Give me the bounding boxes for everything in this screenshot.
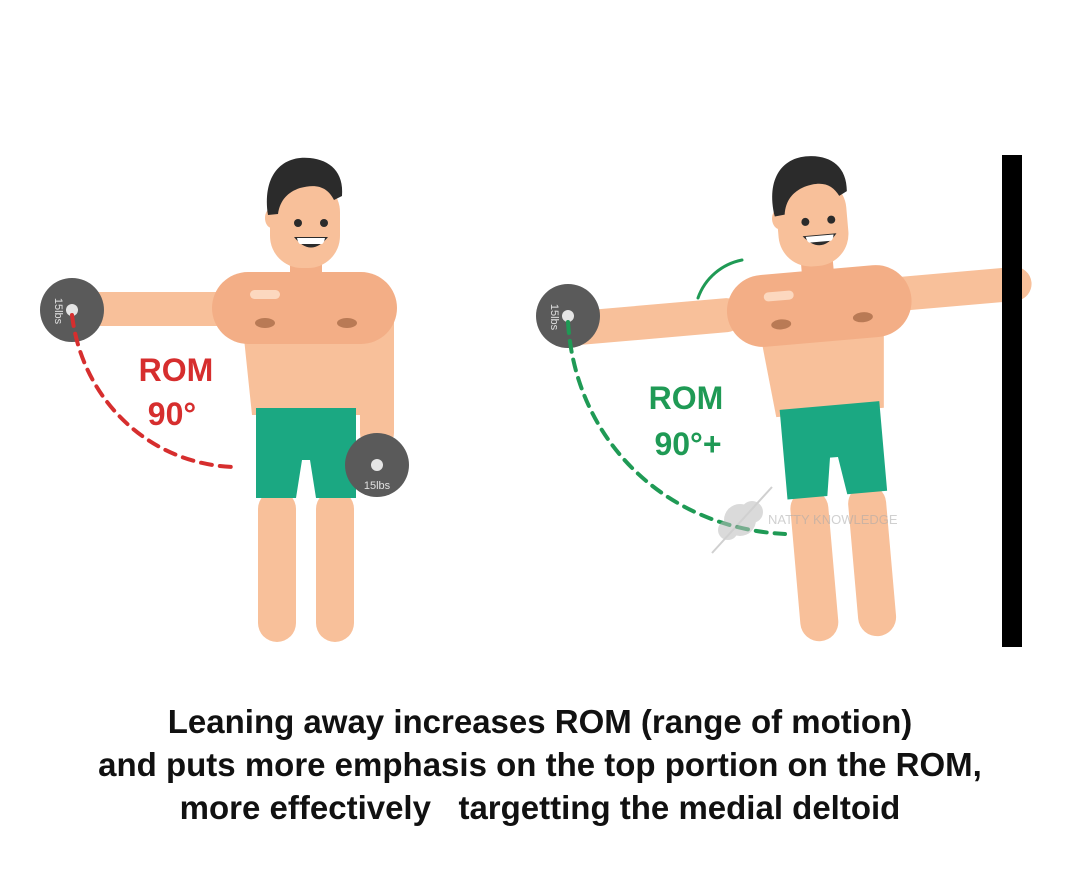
right-figure bbox=[563, 156, 1032, 642]
right-figure-shorts bbox=[779, 401, 888, 500]
left-figure-chest bbox=[212, 272, 397, 344]
left-figure-nipple-left bbox=[255, 318, 275, 328]
right-figure-chest-highlight bbox=[763, 290, 794, 302]
right-figure-eye-right bbox=[827, 215, 836, 224]
weight-label: 15lbs bbox=[364, 480, 391, 492]
right-figure-rom-label: ROM bbox=[649, 380, 724, 416]
weight-center-dot bbox=[562, 310, 574, 322]
caption-line-3: more effectively targetting the medial d… bbox=[179, 789, 901, 826]
left-figure-eye-left bbox=[294, 219, 302, 227]
right-figure-nipple-right bbox=[852, 312, 873, 323]
left-figure-weight-down: 15lbs bbox=[345, 433, 409, 497]
left-figure-rom-label: ROM bbox=[139, 352, 214, 388]
brain-icon bbox=[711, 486, 773, 554]
right-figure-leg-right bbox=[848, 484, 897, 637]
right-figure-hair bbox=[772, 156, 847, 217]
weight-label: 15lbs bbox=[548, 304, 560, 331]
right-figure-arm-raised bbox=[563, 298, 744, 345]
right-figure-weight: 15lbs bbox=[536, 284, 600, 348]
right-figure-leg-left bbox=[790, 489, 839, 642]
right-figure-teeth bbox=[805, 234, 834, 243]
left-figure-leg-left bbox=[258, 490, 296, 642]
wall bbox=[1002, 155, 1022, 647]
left-figure-rom-arc bbox=[70, 313, 237, 469]
left-figure-shorts bbox=[256, 408, 356, 498]
weight-center-dot bbox=[66, 304, 78, 316]
left-figure-arm-raised bbox=[70, 292, 240, 326]
weight-center-dot bbox=[371, 459, 383, 471]
left-figure-eye-right bbox=[320, 219, 328, 227]
lateral-raise-diagram: 15lbs 15lbs ROM 90° bbox=[40, 155, 1032, 647]
left-figure-leg-right bbox=[316, 490, 354, 642]
right-figure-tilt-arc bbox=[696, 258, 744, 300]
left-figure: 15lbs 15lbs ROM 90° bbox=[40, 157, 409, 642]
caption-line-2: and puts more emphasis on the top portio… bbox=[98, 746, 982, 783]
left-figure-nipple-right bbox=[337, 318, 357, 328]
right-figure-arm-wall bbox=[872, 266, 1032, 312]
caption: Leaning away increases ROM (range of mot… bbox=[0, 700, 1080, 829]
left-figure-chest-highlight bbox=[250, 290, 280, 299]
left-figure-hair bbox=[266, 157, 343, 215]
watermark: NATTY KNOWLEDGE bbox=[711, 486, 898, 554]
watermark-text: NATTY KNOWLEDGE bbox=[768, 512, 898, 527]
right-figure-rom-value: 90°+ bbox=[654, 426, 721, 462]
right-figure-eye-left bbox=[801, 217, 810, 226]
right-figure-nipple-left bbox=[771, 319, 792, 330]
right-figure-head bbox=[776, 178, 849, 267]
caption-line-1: Leaning away increases ROM (range of mot… bbox=[167, 703, 913, 740]
left-figure-head bbox=[270, 180, 340, 268]
left-figure-weight-raised: 15lbs bbox=[40, 278, 104, 342]
left-figure-rom-value: 90° bbox=[148, 396, 196, 432]
left-figure-teeth bbox=[297, 238, 325, 244]
weight-label: 15lbs bbox=[52, 298, 64, 325]
